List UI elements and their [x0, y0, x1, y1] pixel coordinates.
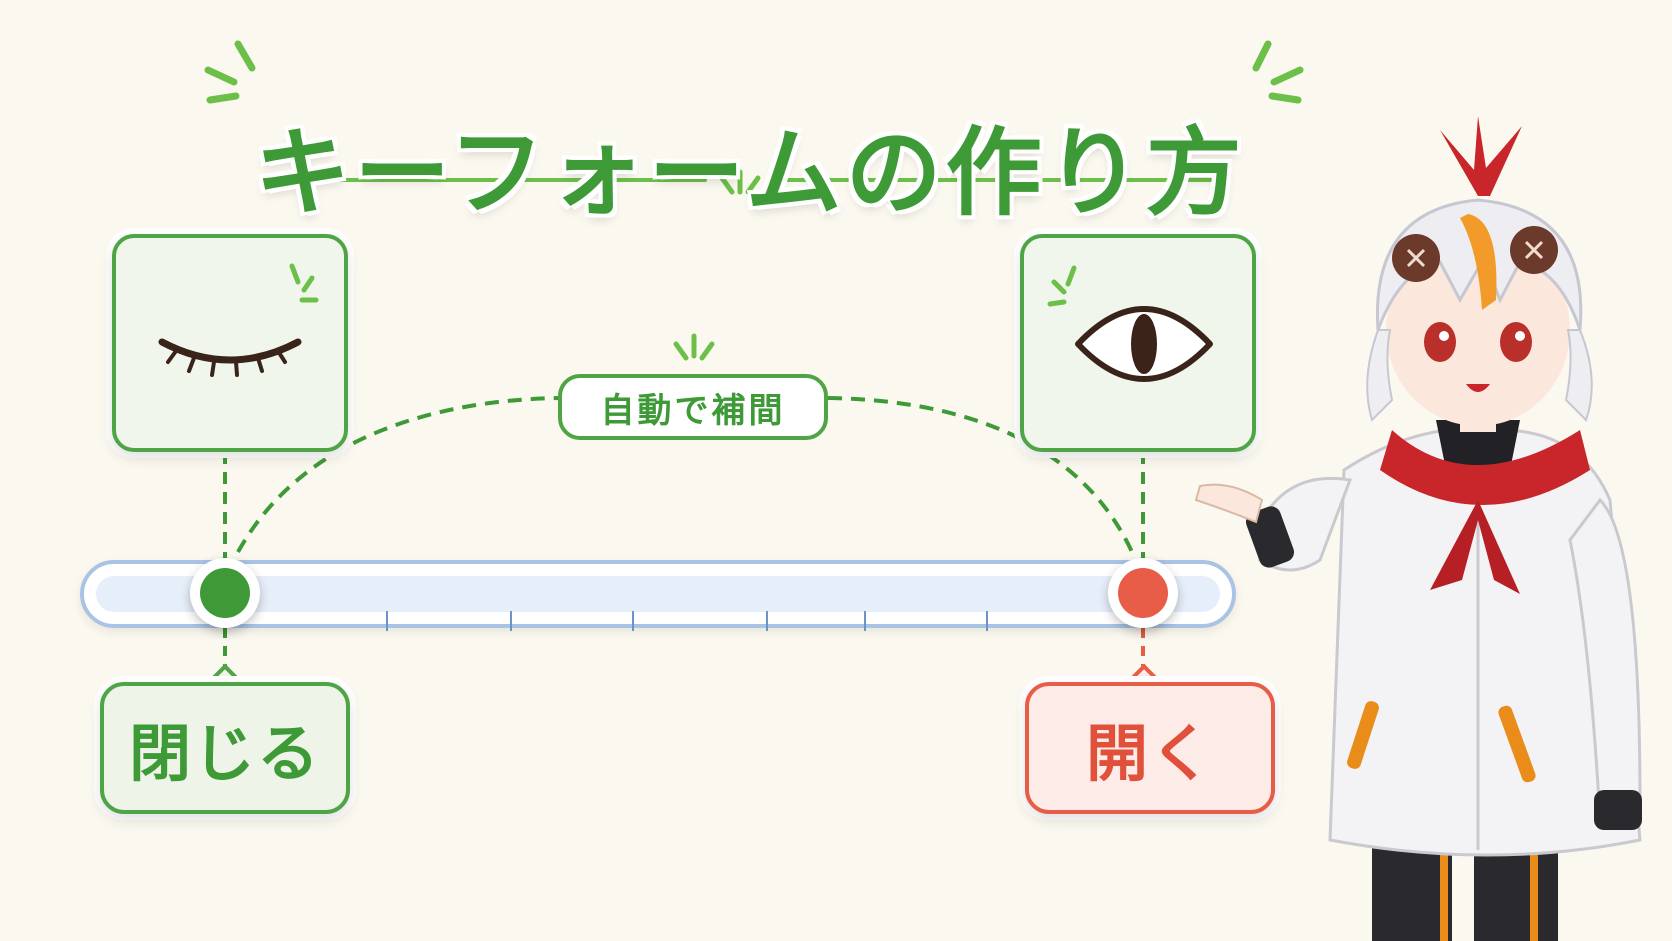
sparkle-icon	[204, 40, 256, 104]
closed-keyform-point[interactable]	[190, 558, 260, 628]
closed-keyform-dot	[200, 568, 250, 618]
interpolation-arc	[827, 396, 1134, 553]
timeline-tick	[510, 611, 512, 631]
timeline-tick	[386, 611, 388, 631]
interpolation-arc	[236, 396, 561, 553]
open-keyform-dot	[1118, 568, 1168, 618]
open-keyform-point[interactable]	[1108, 558, 1178, 628]
interpolation-label: 自動で補間	[558, 374, 828, 440]
timeline-tick	[766, 611, 768, 631]
timeline-groove	[96, 576, 1220, 612]
sparkle-icon	[673, 333, 715, 361]
timeline-tick	[864, 611, 866, 631]
closed-label: 閉じる	[100, 682, 350, 814]
open-eye-icon	[1047, 265, 1213, 382]
closed-eye-keyform-card	[112, 234, 348, 452]
timeline-tick	[632, 611, 634, 631]
closed-eye-icon	[158, 263, 319, 377]
page-title: キーフォームの作り方	[254, 116, 1246, 229]
timeline-slider[interactable]	[80, 560, 1236, 628]
sparkle-icon	[1252, 40, 1304, 104]
sparkle-icon	[1047, 265, 1077, 307]
title-divider	[288, 169, 1228, 195]
open-label: 開く	[1025, 682, 1275, 814]
open-eye-keyform-card	[1020, 234, 1256, 452]
timeline-tick	[986, 611, 988, 631]
sparkle-icon	[289, 263, 319, 303]
